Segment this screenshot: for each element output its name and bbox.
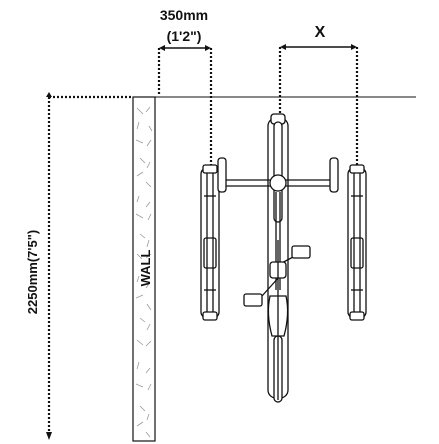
spacing-dimension xyxy=(278,47,359,170)
wall-offset-dimension xyxy=(157,48,213,170)
height-label: 2250mm(7'5") xyxy=(25,230,40,314)
rack-right xyxy=(347,164,367,321)
rack-with-bicycle xyxy=(217,113,339,403)
wall-offset-value: 350mm xyxy=(160,7,208,23)
spacing-arrow-right xyxy=(351,44,357,50)
wall-offset-arrow-right xyxy=(205,45,211,51)
wall-offset-imperial: (1'2") xyxy=(167,28,202,44)
spacing-label: X xyxy=(315,24,326,41)
spacing-arrow-left xyxy=(280,44,286,50)
wall-label: WALL xyxy=(138,250,153,287)
wall-offset-arrow-left xyxy=(159,45,165,51)
wall: WALL xyxy=(132,96,156,442)
height-dimension xyxy=(47,95,133,432)
height-arrow-top xyxy=(46,92,52,97)
rack-left xyxy=(200,164,220,321)
height-arrow-bottom xyxy=(46,432,52,440)
